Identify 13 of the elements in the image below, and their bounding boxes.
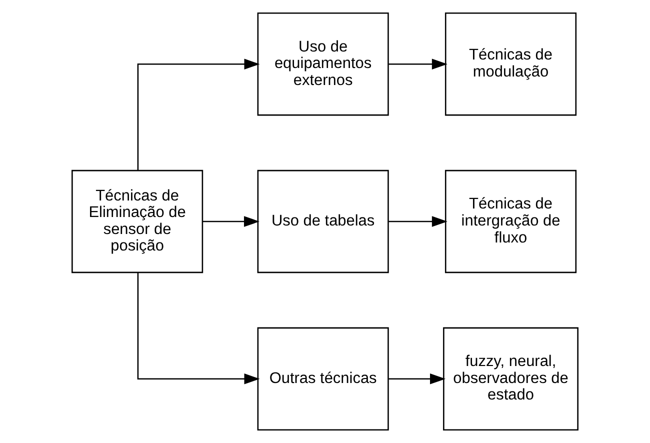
node-box: Uso de equipamentos externos <box>257 12 389 116</box>
node-box: Outras técnicas <box>257 327 389 430</box>
arrow <box>137 272 260 384</box>
node-box: Uso de tabelas <box>257 170 389 274</box>
node-box: Técnicas de intergração de fluxo <box>444 170 577 274</box>
node-box: Técnicas de Eliminação de sensor de posição <box>72 170 204 274</box>
arrow <box>137 58 260 170</box>
arrow <box>388 58 448 70</box>
arrow <box>388 373 446 384</box>
arrow <box>202 216 260 227</box>
arrow <box>388 216 448 227</box>
node-box: fuzzy, neural, observadores de estado <box>443 327 578 430</box>
node-box: Técnicas de modulação <box>444 12 577 116</box>
